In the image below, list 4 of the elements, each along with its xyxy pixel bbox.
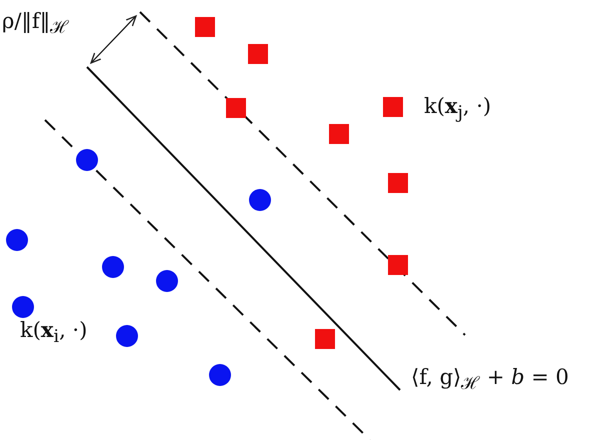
math-label: k(x$_{i}$, ·) <box>20 318 88 348</box>
math-label: ρ/‖f‖$_{ℋ}$ <box>2 10 70 38</box>
math-label: ⟨f, g⟩$_{ℋ}$ + b = 0 <box>411 366 569 394</box>
math-label: k(x$_{j}$, ·) <box>424 94 492 124</box>
